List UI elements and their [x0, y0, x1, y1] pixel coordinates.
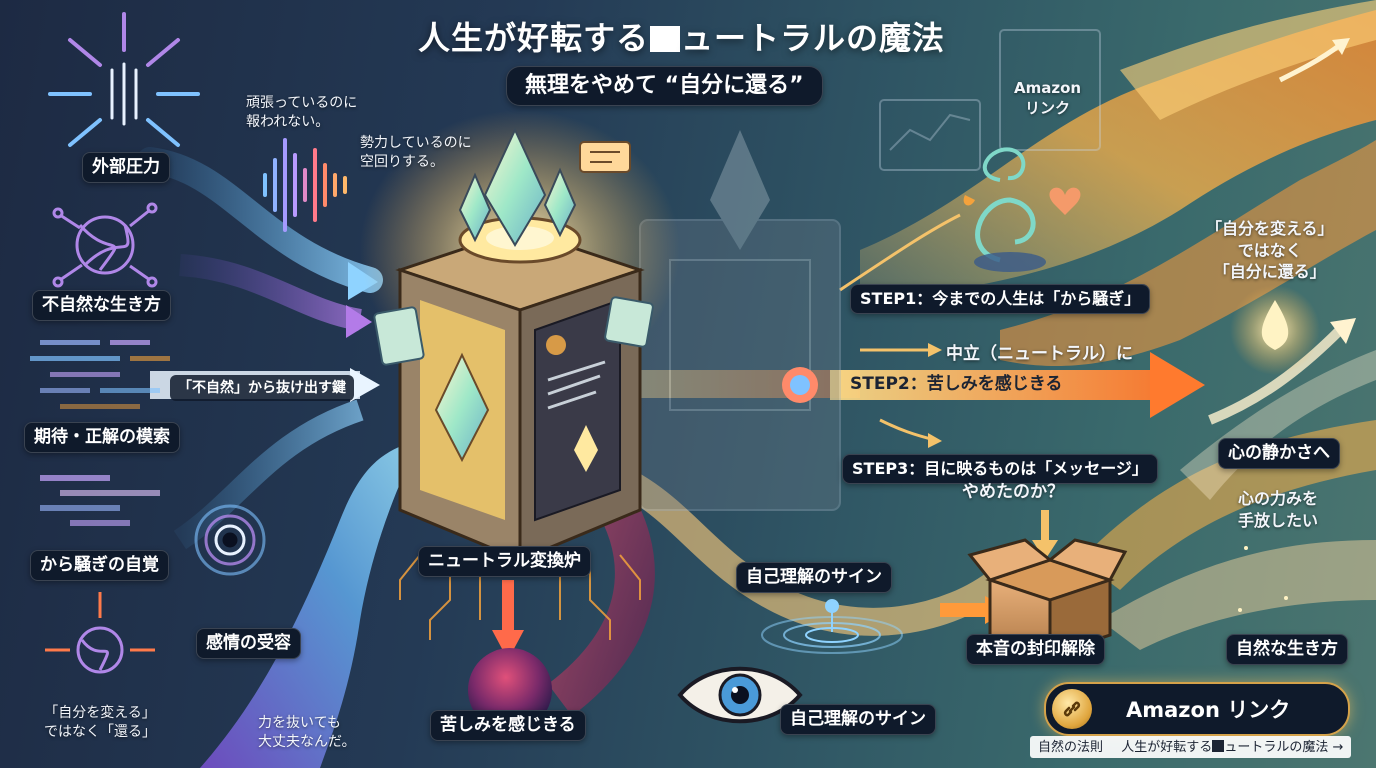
label-release-tension-line1: 心の力みを	[1238, 489, 1319, 508]
label-self-understanding-sign-2: 自己理解のサイン	[780, 704, 936, 735]
quote-effort-line2: 報われない。	[246, 113, 330, 130]
quote-return-to-self: 「自分を変える」 ではなく 「自分に還る」	[1206, 218, 1334, 283]
quote-spinning: 勢力しているのに 空回りする。	[360, 134, 472, 172]
footer-redaction-block	[1212, 740, 1225, 752]
quote-return-to-self-line3: 「自分に還る」	[1213, 262, 1326, 282]
label-quiet-heart: 心の静かさへ	[1218, 438, 1340, 469]
circuit-lines	[399, 554, 641, 640]
footer-left-text: 自然の法則	[1038, 740, 1104, 755]
page-title: 人生が好転するュートラルの魔法	[418, 22, 945, 54]
label-return-not-change-line2: ではなく「還る」	[44, 723, 156, 740]
ripple-icon	[761, 599, 903, 654]
knot-small-icon	[45, 592, 155, 674]
amazon-link-button[interactable]: Amazon リンク	[1044, 682, 1350, 736]
label-expectation-search: 期待・正解の模索	[24, 422, 180, 453]
quote-relax: 力を抜いても 大丈夫なんだ。	[258, 714, 356, 752]
heart-icon	[1049, 187, 1081, 215]
quote-spinning-line2: 空回りする。	[360, 153, 444, 170]
arrows-in-icon	[48, 12, 200, 147]
footer-bar: 自然の法則 人生が好転するュートラルの魔法 →	[1030, 736, 1352, 758]
label-unseal-true-feelings: 本音の封印解除	[966, 634, 1105, 665]
droplet-icon	[1230, 285, 1320, 375]
title-text-after: ュートラルの魔法	[681, 19, 946, 57]
step-arrows	[620, 38, 1356, 560]
quote-effort: 頑張っているのに 報われない。	[246, 94, 357, 132]
knot-icon	[52, 202, 158, 288]
label-emotion-acceptance: 感情の受容	[196, 628, 301, 659]
amazon-link-top-line1: Amazon	[1014, 79, 1082, 97]
step3-label: STEP3：目に映るものは「メッセージ」	[842, 454, 1158, 484]
amazon-link-top-line2: リンク	[1025, 99, 1071, 118]
amazon-link-button-label: Amazon リンク	[1126, 698, 1291, 722]
footer-right-text-after: ュートラルの魔法 →	[1224, 740, 1344, 755]
amazon-link-top[interactable]: Amazon リンク	[1014, 78, 1081, 119]
label-natural-life: 自然な生き方	[1226, 634, 1348, 665]
page-subtitle: 無理をやめて “自分に還る”	[506, 66, 823, 106]
label-external-pressure: 外部圧力	[82, 152, 170, 183]
flower-icon	[782, 367, 818, 403]
label-key-out-of-unnatural: 「不自然」から抜け出す鍵	[170, 375, 354, 401]
quote-return-to-self-line1: 「自分を変える」	[1206, 219, 1334, 238]
label-fuss-awareness: から騒ぎの自覚	[30, 550, 169, 581]
quote-relax-line2: 大丈夫なんだ。	[258, 733, 356, 750]
spiral-figure-icon	[963, 147, 1046, 272]
label-unnatural-life: 不自然な生き方	[32, 290, 171, 321]
quote-relax-line1: 力を抜いても	[258, 715, 341, 731]
step2-label: STEP2：苦しみを感じきる	[850, 374, 1063, 394]
link-icon	[1052, 689, 1092, 729]
label-release-tension-line2: 手放したい	[1238, 510, 1319, 530]
river-stream	[200, 440, 420, 768]
label-self-understanding-sign-1: 自己理解のサイン	[736, 562, 892, 593]
footer-right-text-before: 人生が好転する	[1121, 740, 1213, 755]
vortex-icon	[194, 504, 266, 576]
step3-sub-label: やめたのか？	[962, 482, 1064, 502]
quote-spinning-line1: 勢力しているのに	[360, 135, 472, 151]
title-redaction-block	[650, 26, 681, 52]
quote-return-to-self-line2: ではなく	[1237, 240, 1302, 260]
data-stream-icon	[30, 340, 170, 409]
label-return-not-change: 「自分を変える」 ではなく「還る」	[44, 704, 156, 742]
chart-monitor-icon	[879, 29, 1101, 171]
neutral-reactor	[360, 110, 680, 563]
title-text-before: 人生が好転する	[418, 19, 650, 57]
label-neutral-reactor: ニュートラル変換炉	[418, 546, 591, 577]
waveform-icon	[263, 138, 347, 232]
label-feel-suffering: 苦しみを感じきる	[430, 710, 586, 741]
eye-icon	[677, 666, 803, 724]
glitch-stream-icon	[40, 475, 160, 526]
label-return-not-change-line1: 「自分を変える」	[44, 705, 156, 721]
quote-effort-line1: 頑張っているのに	[246, 95, 358, 111]
inward-arrows	[137, 147, 383, 550]
label-neutral-state: 中立（ニュートラル）に	[946, 344, 1133, 364]
step1-label: STEP1：今までの人生は「から騒ぎ」	[850, 284, 1151, 314]
label-release-tension: 心の力みを 手放したい	[1238, 488, 1318, 531]
flame-streams	[860, 0, 1376, 650]
ghost-reactor	[639, 130, 841, 511]
